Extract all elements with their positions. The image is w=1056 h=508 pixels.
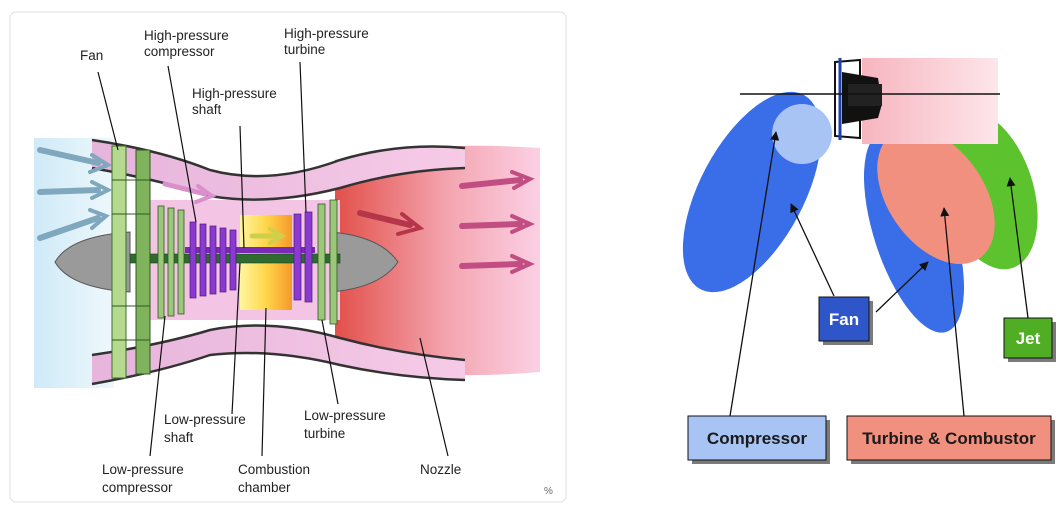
- label-hp-turbine-line1: High-pressure: [284, 26, 369, 41]
- label-hp-compressor-line2: compressor: [144, 44, 215, 59]
- compressor-noise-lobe: [772, 104, 832, 164]
- label-combustion-line2: chamber: [238, 480, 291, 495]
- label-combustion-line1: Combustion: [238, 462, 310, 477]
- jet-callout: Jet: [1004, 318, 1056, 362]
- corner-mark: %: [544, 486, 553, 497]
- label-nozzle: Nozzle: [420, 462, 461, 477]
- label-lp-turbine-line2: turbine: [304, 426, 345, 441]
- fan-callout: Fan: [819, 297, 873, 345]
- noise-source-diagram: Fan Jet Compressor Turbine & Combustor: [654, 58, 1056, 464]
- engine-diagram: Fan High-pressure compressor High-pressu…: [10, 12, 566, 502]
- label-lp-compressor-line1: Low-pressure: [102, 462, 184, 477]
- label-hp-compressor-line1: High-pressure: [144, 28, 229, 43]
- compressor-label: Compressor: [707, 429, 808, 448]
- label-lp-compressor-line2: compressor: [102, 480, 173, 495]
- label-hp-turbine-line2: turbine: [284, 42, 325, 57]
- label-lp-shaft-line2: shaft: [164, 430, 194, 445]
- label-hp-shaft-line2: shaft: [192, 102, 222, 117]
- label-fan: Fan: [80, 48, 103, 63]
- compressor-callout: Compressor: [688, 416, 830, 464]
- label-lp-shaft-line1: Low-pressure: [164, 412, 246, 427]
- label-hp-shaft-line1: High-pressure: [192, 86, 277, 101]
- jet-exhaust-plume: [862, 58, 998, 144]
- jet-label: Jet: [1016, 329, 1041, 348]
- label-lp-turbine-line1: Low-pressure: [304, 408, 386, 423]
- low-pressure-compressor: [158, 206, 184, 318]
- turbine-combustor-label: Turbine & Combustor: [862, 429, 1036, 448]
- turbine-combustor-callout: Turbine & Combustor: [847, 416, 1055, 464]
- fan-label: Fan: [829, 310, 859, 329]
